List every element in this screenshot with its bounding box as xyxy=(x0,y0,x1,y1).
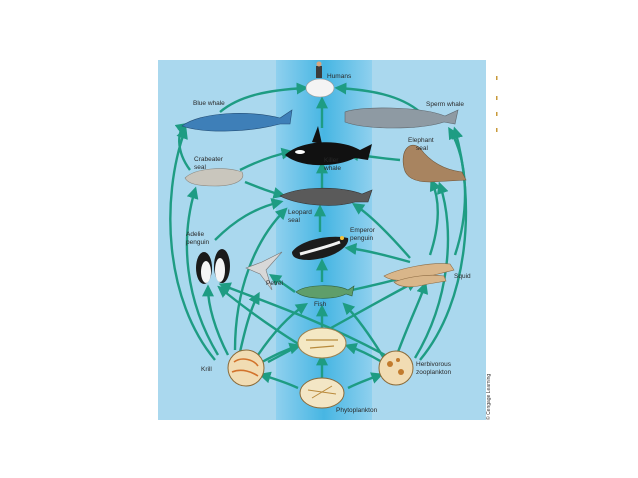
label-blue-whale: Blue whale xyxy=(193,100,225,107)
label-emperor-penguin-2: penguin xyxy=(350,235,374,242)
herbivorous-zooplankton-illustration xyxy=(378,350,414,386)
arrow-bluewhale-humans xyxy=(219,82,309,113)
side-marks xyxy=(496,76,498,132)
killer-whale-illustration xyxy=(285,126,372,166)
label-crabeater-seal-2: seal xyxy=(194,164,206,171)
label-leopard-seal-1: Leopard xyxy=(288,209,312,216)
blue-whale-illustration xyxy=(181,109,293,132)
label-killer-whale-2: whale xyxy=(323,165,341,172)
label-crabeater-seal-1: Crabeater xyxy=(194,156,224,163)
arrow-adelie-leopard xyxy=(214,198,284,241)
arrow-krill-bluewhale xyxy=(169,126,216,361)
arrow-krill-carnzoo xyxy=(261,342,302,364)
label-squid: Squid xyxy=(454,273,471,280)
credit-text: © Cengage Learning xyxy=(485,374,492,420)
petrel-illustration xyxy=(245,251,283,291)
arrow-crabeater-leopard xyxy=(244,180,286,199)
label-killer-whale-1: Killer xyxy=(324,157,339,164)
arrow-zoo-carnzoo xyxy=(344,342,383,364)
label-herbivorous-zooplankton-2: zooplankton xyxy=(416,369,451,376)
arrow-zoo-spermwhale xyxy=(419,126,468,361)
leopard-seal-illustration xyxy=(279,187,373,206)
arrow-krill-adelie xyxy=(202,284,230,356)
krill-illustration xyxy=(227,349,265,387)
label-leopard-seal-2: seal xyxy=(288,217,300,224)
arrow-krill-crabeater xyxy=(185,186,220,356)
fish-illustration xyxy=(295,285,355,299)
arrow-krill-squid xyxy=(267,280,419,364)
label-elephant-seal-2: seal xyxy=(416,145,428,152)
label-petrel: Petrel xyxy=(266,280,284,287)
arrow-squid-emperor xyxy=(344,243,411,264)
humans-illustration xyxy=(305,61,335,98)
label-krill: Krill xyxy=(201,366,212,373)
arrow-crabeater-killer xyxy=(239,147,294,172)
label-sperm-whale: Sperm whale xyxy=(426,101,464,108)
squid-illustration xyxy=(383,263,455,288)
arrow-squid-leopard xyxy=(352,203,411,259)
arrow-phyto-krill xyxy=(258,371,299,390)
organism-labels: Humans Blue whale Sperm whale Elephant s… xyxy=(186,73,471,414)
label-herbivorous-zooplankton-1: Herbivorous xyxy=(416,361,452,368)
arrow-phyto-zoo xyxy=(347,372,384,390)
elephant-seal-illustration xyxy=(402,144,467,183)
label-phytoplankton: Phytoplankton xyxy=(336,407,378,414)
label-humans: Humans xyxy=(327,73,352,80)
arrow-krill-fish xyxy=(257,303,308,356)
label-elephant-seal-1: Elephant xyxy=(408,137,434,144)
arrow-zoo-squid xyxy=(396,281,429,353)
emperor-penguin-illustration xyxy=(292,236,349,260)
sperm-whale-illustration xyxy=(344,107,459,129)
adelie-penguin-illustration xyxy=(196,249,230,284)
label-fish: Fish xyxy=(314,301,327,308)
label-emperor-penguin-1: Emperor xyxy=(350,227,376,234)
arrow-squid-elephant xyxy=(428,178,441,256)
arrow-zoo-adelie xyxy=(218,282,386,357)
feeding-arrows xyxy=(169,82,468,390)
arrow-spermwhale-humans xyxy=(334,82,421,113)
phytoplankton-illustration xyxy=(299,377,345,409)
crabeater-seal-illustration xyxy=(184,168,244,187)
carnivorous-zooplankton-illustration xyxy=(297,327,347,359)
label-adelie-penguin-2: penguin xyxy=(186,239,210,246)
arrow-fish-petrel xyxy=(269,274,296,293)
label-adelie-penguin-1: Adelie xyxy=(186,231,204,238)
